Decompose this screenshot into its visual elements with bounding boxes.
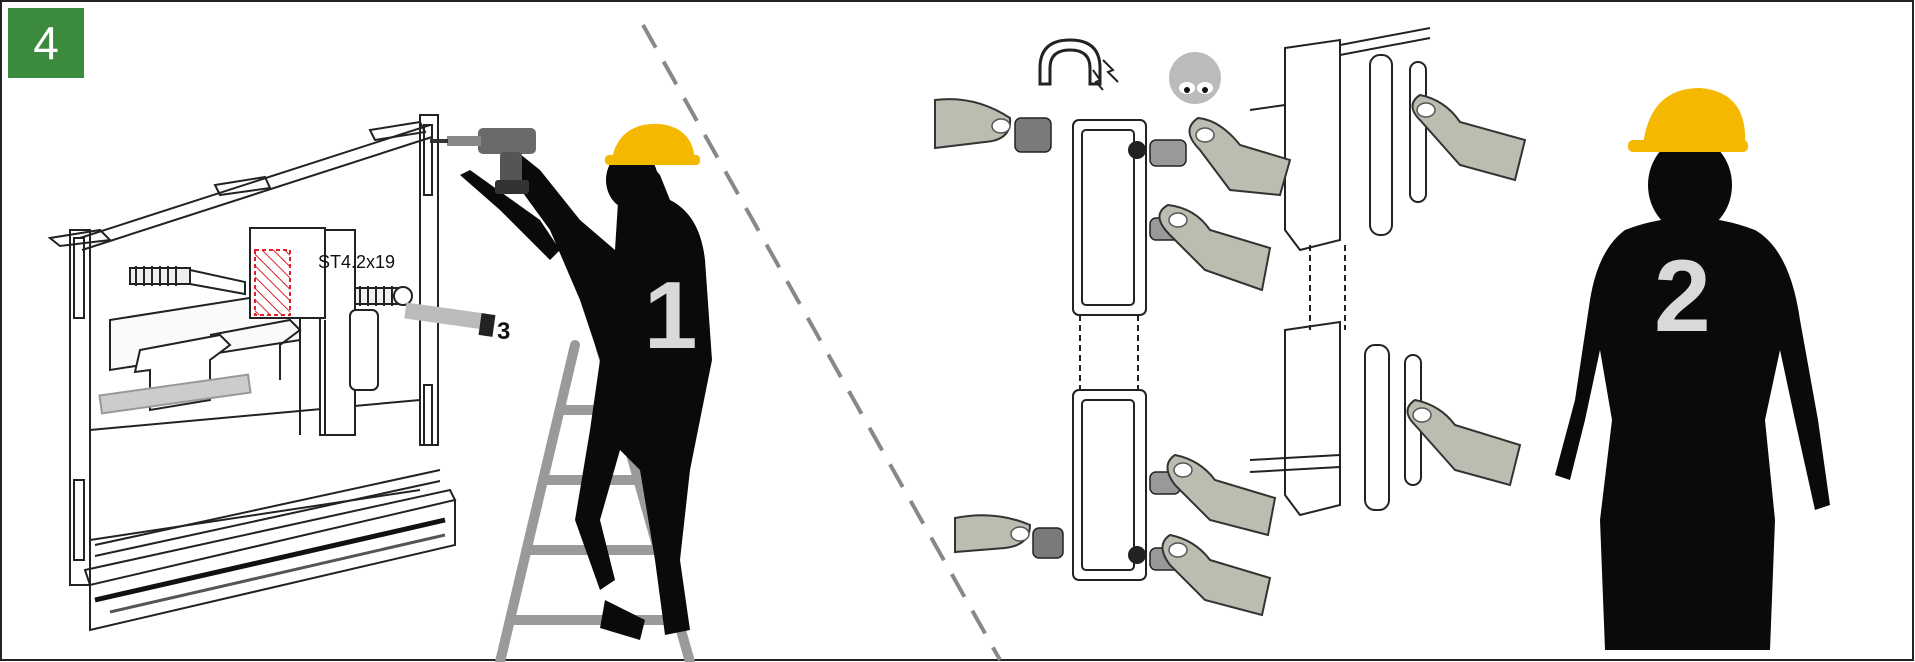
sleepy-face-icon <box>1169 52 1221 104</box>
worker-1-label: 1 <box>644 268 697 364</box>
worker-2-label: 2 <box>1654 245 1711 347</box>
rail-column <box>1250 28 1430 515</box>
mounting-frame <box>50 115 455 630</box>
hard-hat-icon <box>605 124 700 165</box>
housing-column <box>1073 120 1146 580</box>
screwdriver-bit <box>404 303 495 337</box>
magnet-icon <box>1040 40 1118 90</box>
step-number-badge: 4 <box>8 8 84 78</box>
worker-2-silhouette <box>1555 137 1830 650</box>
part-number-label: 3 <box>497 318 510 346</box>
hard-hat-icon <box>1628 88 1748 152</box>
screw-spec-label: ST4.2x19 <box>318 252 395 273</box>
worker-1-silhouette <box>460 150 712 640</box>
